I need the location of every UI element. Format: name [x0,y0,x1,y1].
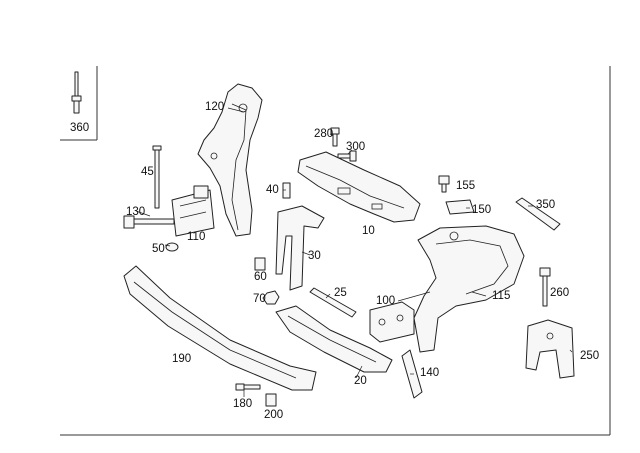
label-120: 120 [205,101,224,113]
label-150: 150 [472,204,491,216]
label-100: 100 [376,295,395,307]
label-130: 130 [126,206,145,218]
label-10: 10 [362,225,375,237]
label-250: 250 [580,350,599,362]
crossmember-10 [297,151,421,223]
clip-150 [445,199,475,215]
bolt-300 [337,150,357,162]
bumper-beam-190 [123,265,317,391]
label-190: 190 [172,353,191,365]
bracket-100 [369,301,415,343]
label-50: 50 [152,243,165,255]
sidemember-115 [413,225,525,353]
label-155: 155 [456,180,475,192]
label-200: 200 [264,409,283,421]
label-110: 110 [187,231,205,243]
label-350: 350 [536,199,555,211]
bracket-250 [525,319,575,379]
label-280: 280 [314,128,333,140]
bracket-110 [171,185,215,237]
label-300: 300 [346,141,365,153]
spacer-60 [254,257,266,271]
label-45: 45 [141,166,154,178]
part-labels: 360 120 280 300 45 40 155 130 110 150 35… [70,101,599,421]
bolt-360 [71,71,82,114]
spacer-200 [265,393,277,407]
label-115: 115 [492,290,510,302]
bolt-180 [235,383,261,391]
bracket-30 [275,205,325,291]
label-20: 20 [354,375,367,387]
label-70: 70 [253,293,266,305]
label-60: 60 [254,271,267,283]
label-260: 260 [550,287,569,299]
bolt-130 [123,215,175,229]
bolt-280 [330,127,340,147]
rod-25 [309,287,357,318]
label-360: 360 [70,122,89,134]
label-180: 180 [233,398,252,410]
nut-70 [262,290,280,305]
clip-40 [282,182,291,199]
nut-50 [165,242,179,252]
label-30: 30 [308,250,321,262]
label-25: 25 [334,287,347,299]
bracket-120 [197,83,263,237]
bolt-45 [152,145,162,209]
diagram-frame [60,66,611,436]
leader-lines [135,107,573,397]
strip-350 [515,197,561,231]
bolt-260 [539,267,551,307]
label-140: 140 [420,367,439,379]
label-40: 40 [266,184,279,196]
bolt-155 [438,175,450,193]
crossmember-20 [275,305,393,373]
